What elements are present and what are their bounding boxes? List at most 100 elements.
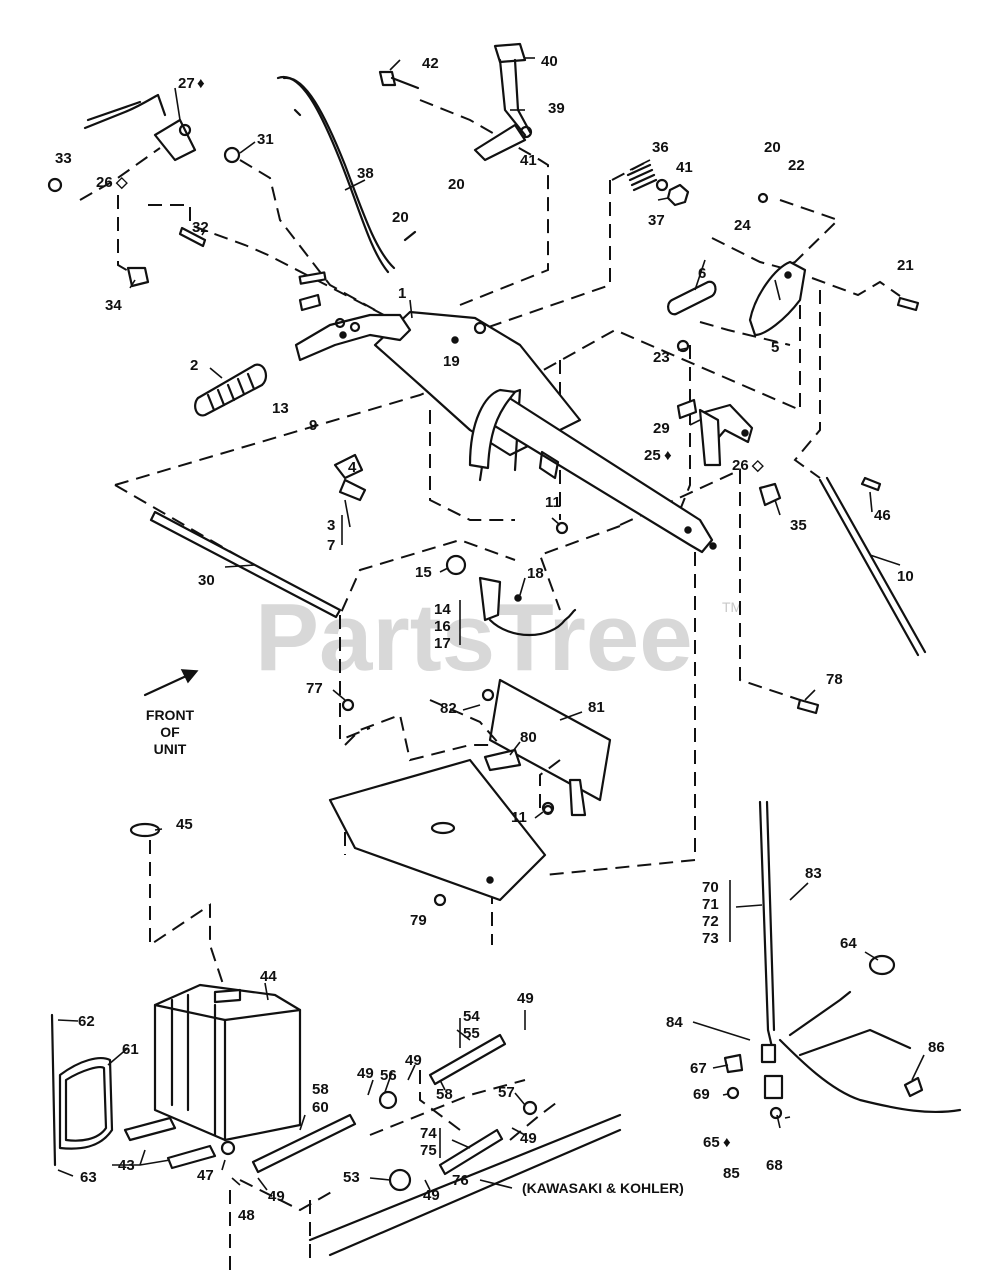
watermark-trademark: TM (722, 599, 742, 615)
callout-80: 80 (520, 729, 537, 746)
callout-68: 68 (766, 1157, 783, 1174)
front-of-unit-line2: OF (160, 724, 180, 740)
callout-57: 57 (498, 1084, 515, 1101)
callout-25: 25 (644, 447, 661, 464)
callout-70: 70 (702, 879, 719, 896)
callout-65-symbol: ♦ (723, 1134, 731, 1151)
fuel-cap (129, 822, 161, 838)
callout-85: 85 (723, 1165, 740, 1182)
bolt-42 (378, 70, 420, 90)
callout-49-c: 49 (357, 1065, 374, 1082)
callout-5: 5 (771, 339, 779, 356)
front-of-unit-line1: FRONT (146, 707, 195, 723)
tank-strap (58, 1057, 114, 1150)
wiring-harness (723, 800, 962, 1120)
spring-nut-group (626, 163, 690, 207)
main-handle-frame (294, 310, 717, 554)
watermark-brand: PartsTree (255, 584, 693, 691)
cable-38 (276, 75, 396, 274)
callout-27: 27 (178, 75, 195, 92)
callout-6: 6 (698, 265, 706, 282)
callout-55: 55 (463, 1025, 480, 1042)
callout-18: 18 (527, 565, 544, 582)
front-of-unit-line3: UNIT (154, 741, 187, 757)
callout-braces (299, 515, 731, 1158)
callout-79: 79 (410, 912, 427, 929)
throttle-control (445, 554, 577, 637)
callout-17: 17 (434, 635, 451, 652)
callout-58-lower: 58 (436, 1086, 453, 1103)
callout-81: 81 (588, 699, 605, 716)
callout-20-cable: 20 (392, 209, 409, 226)
callout-49-e: 49 (268, 1188, 285, 1205)
callout-22: 22 (788, 157, 805, 174)
callout-26-left-symbol: ◇ (115, 174, 128, 191)
callout-49-d: 49 (520, 1130, 537, 1147)
callout-2: 2 (190, 357, 198, 374)
rod-62 (50, 1013, 57, 1167)
callout-30: 30 (198, 572, 215, 589)
fuel-lines (251, 1033, 622, 1257)
callout-13: 13 (272, 400, 289, 417)
callout-36: 36 (652, 139, 669, 156)
callout-64: 64 (840, 935, 857, 952)
callout-56: 56 (380, 1067, 397, 1084)
callout-4: 4 (348, 459, 357, 476)
callout-26-right: 26 (732, 457, 749, 474)
callout-69: 69 (693, 1086, 710, 1103)
callout-34: 34 (105, 297, 122, 314)
callout-47: 47 (197, 1167, 214, 1184)
callout-58-upper: 58 (312, 1081, 329, 1098)
callout-19: 19 (443, 353, 460, 370)
callout-35: 35 (790, 517, 807, 534)
callout-15: 15 (415, 564, 432, 581)
callout-26-left: 26 (96, 174, 113, 191)
leader-lines (57, 57, 925, 1191)
hardware-items (47, 108, 920, 907)
pivot-bracket (748, 260, 807, 337)
callout-49-f: 49 (423, 1187, 440, 1204)
callout-54: 54 (463, 1008, 480, 1025)
callout-32: 32 (192, 219, 209, 236)
callout-37: 37 (648, 212, 665, 229)
callout-60: 60 (312, 1099, 329, 1116)
tank-pads (123, 1116, 217, 1170)
callout-46: 46 (874, 507, 891, 524)
callout-16: 16 (434, 618, 451, 635)
callout-48: 48 (238, 1207, 255, 1224)
callout-83: 83 (805, 865, 822, 882)
callout-76: 76 (452, 1172, 469, 1189)
callout-20-center: 20 (448, 176, 465, 193)
callout-23: 23 (653, 349, 670, 366)
callout-71: 71 (702, 896, 719, 913)
callout-11-upper: 11 (545, 494, 561, 511)
callout-41-left: 41 (520, 152, 537, 169)
callout-39: 39 (548, 100, 565, 117)
control-panel-cover (483, 678, 612, 817)
diagram-notes: FRONT OF UNIT (KAWASAKI & KOHLER) (146, 707, 684, 1196)
deck-plate (328, 758, 547, 902)
callout-21: 21 (897, 257, 914, 274)
control-lever-left (83, 93, 197, 162)
callout-10: 10 (897, 568, 914, 585)
callout-38: 38 (357, 165, 374, 182)
hand-grip (194, 363, 268, 417)
callout-27-symbol: ♦ (197, 75, 205, 92)
callout-82: 82 (440, 700, 457, 717)
pin (666, 280, 717, 316)
callout-49-b: 49 (405, 1052, 422, 1069)
callout-86: 86 (928, 1039, 945, 1056)
callout-49-top: 49 (517, 990, 534, 1007)
front-arrow (143, 669, 199, 697)
callout-3: 3 (327, 517, 335, 534)
callout-41-right: 41 (676, 159, 693, 176)
callout-26-right-symbol: ◇ (751, 457, 764, 474)
callout-61: 61 (122, 1041, 139, 1058)
callout-14: 14 (434, 601, 451, 618)
callout-73: 73 (702, 930, 719, 947)
callout-77: 77 (306, 680, 323, 697)
callout-1: 1 (398, 285, 406, 302)
callout-31: 31 (257, 131, 274, 148)
callout-74: 74 (420, 1125, 437, 1142)
